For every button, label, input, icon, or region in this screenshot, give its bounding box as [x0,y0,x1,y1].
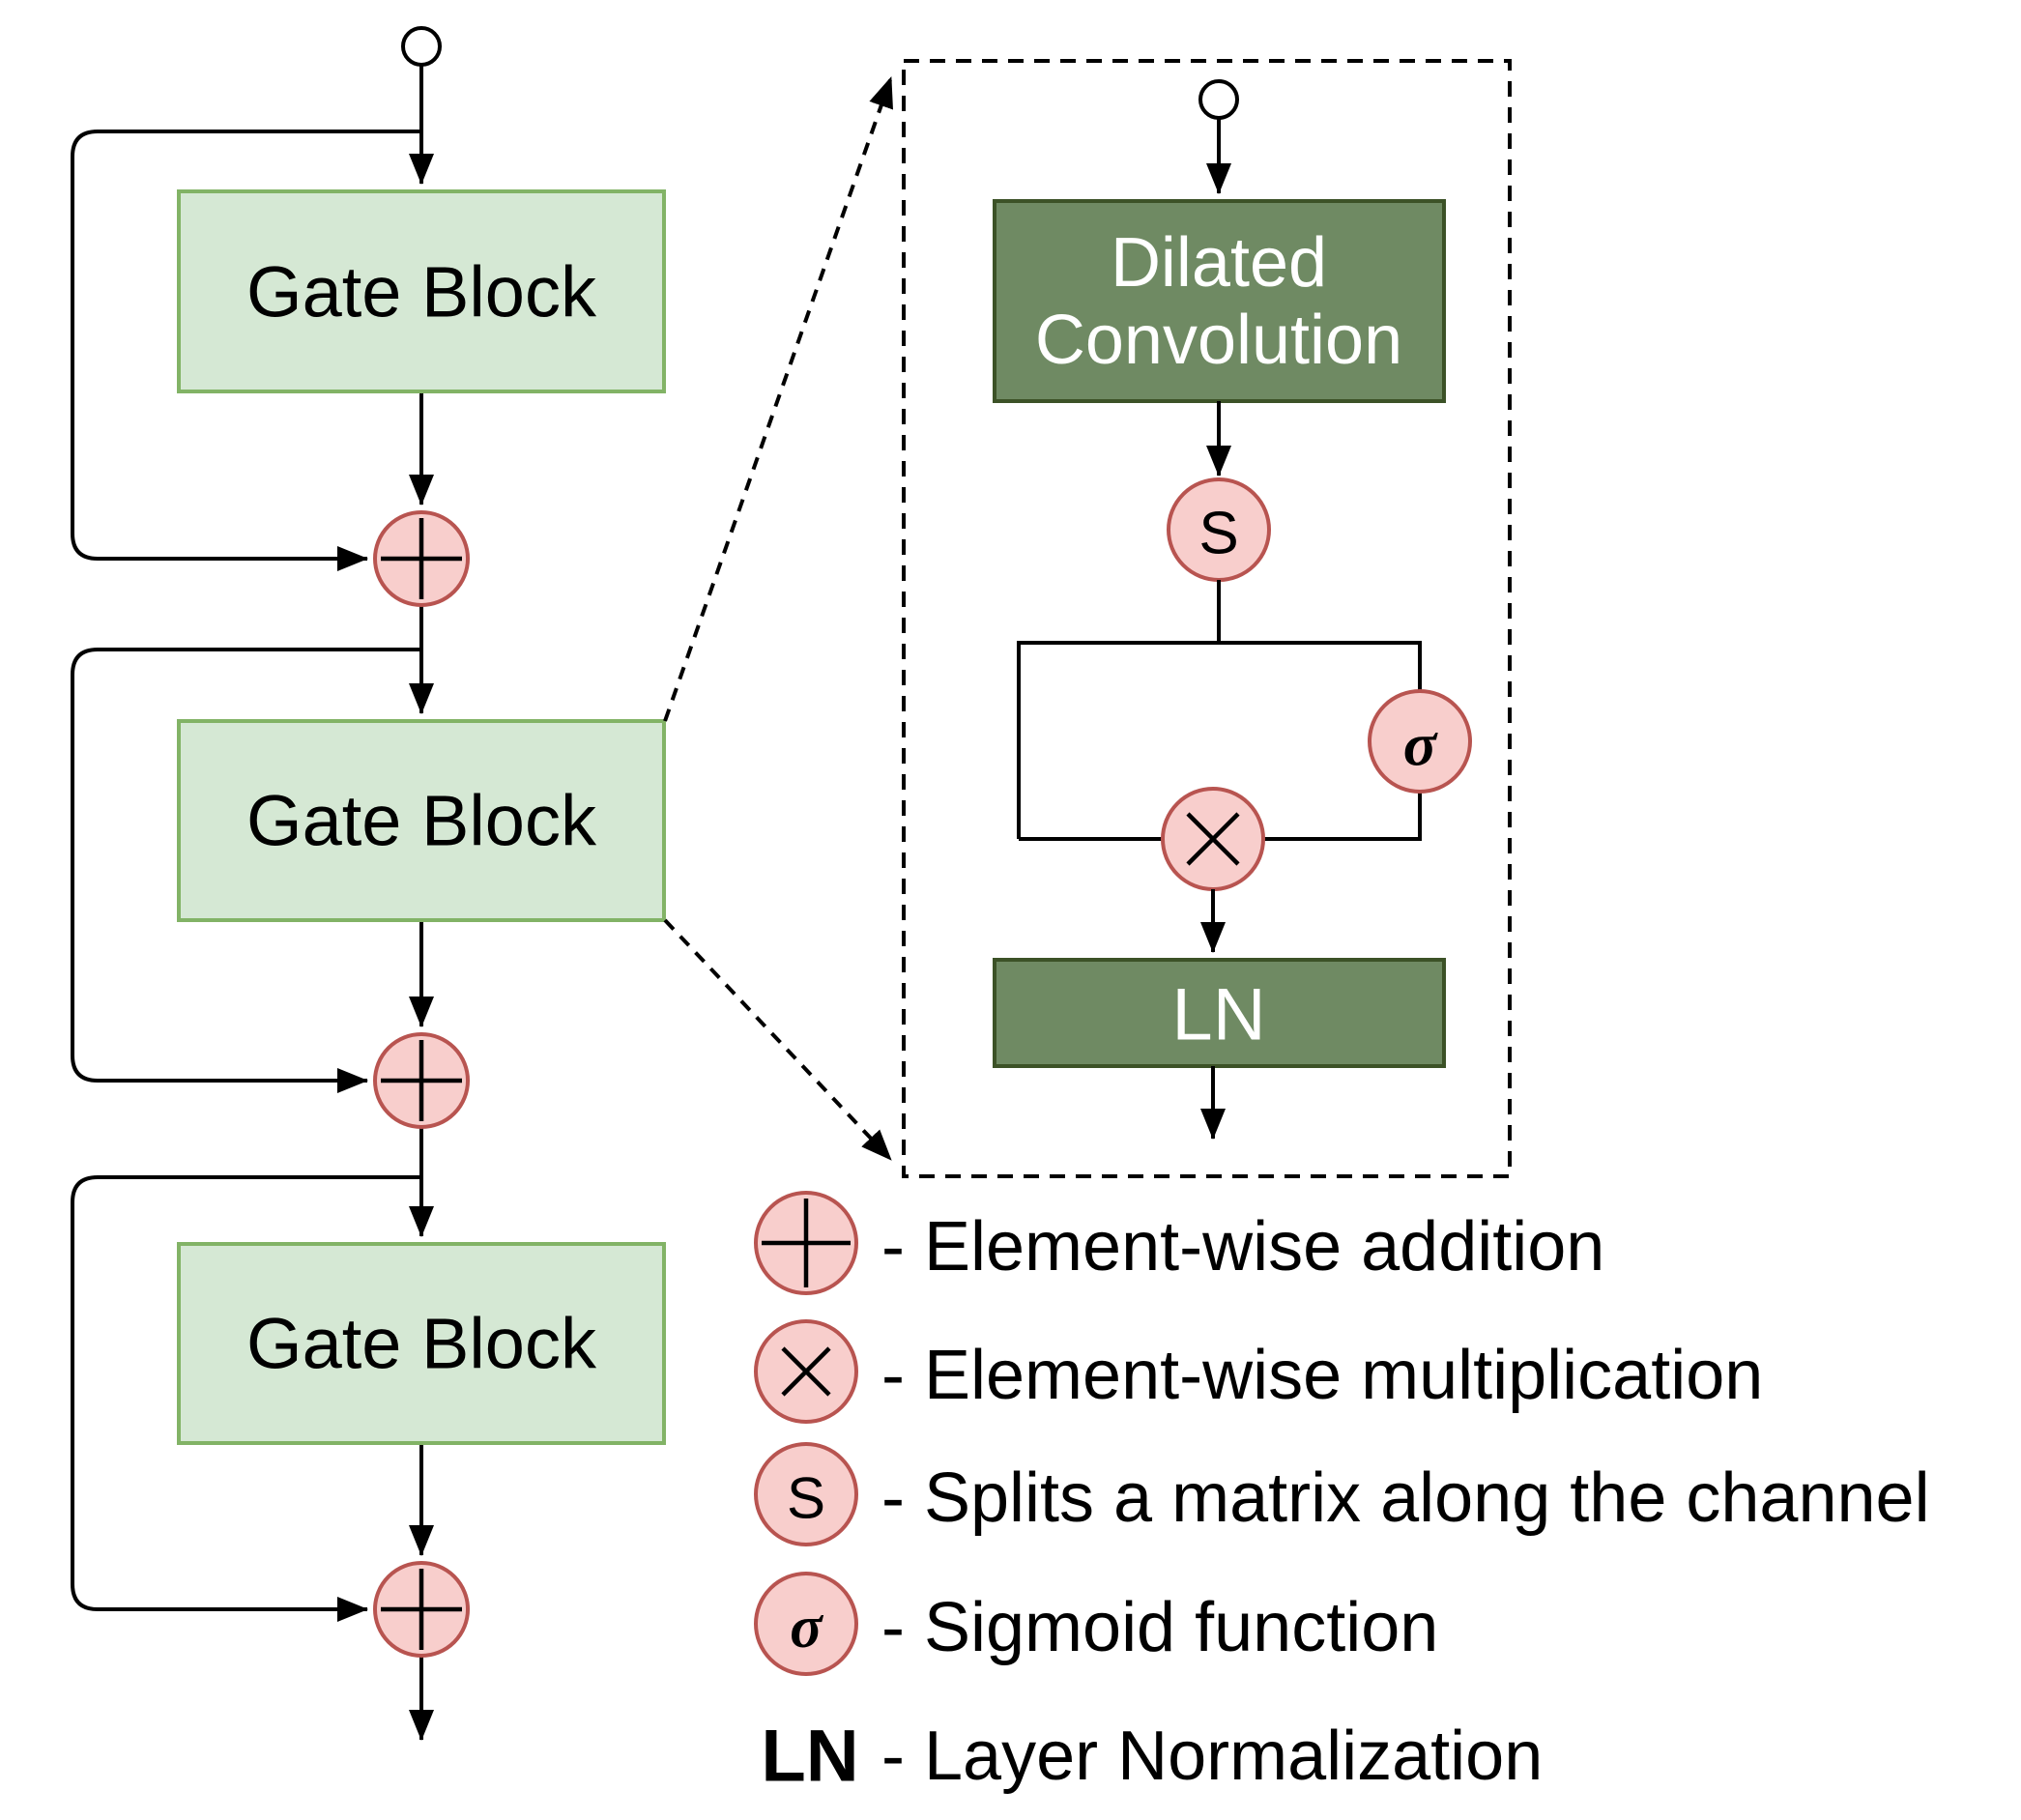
add-node-3 [373,1561,470,1658]
split-legend-circle [754,1442,858,1546]
plus-icon [381,1040,462,1121]
legend-row-multiplication: - Element-wise multiplication [754,1319,1763,1424]
gate-block-3-box [177,1242,666,1445]
legend-layer-norm-label: - Layer Normalization [881,1718,1543,1795]
sigmoid-icon: σ [1403,710,1438,779]
split-icon: S [787,1466,825,1531]
legend-sigmoid-label: - Sigmoid function [881,1589,1438,1666]
gate-block-1: Gate Block [177,189,666,393]
legend-split-label: - Splits a matrix along the channel [881,1459,1930,1537]
legend-row-layer-norm: LN - Layer Normalization [761,1716,1543,1798]
detail-input-terminal-circle [1198,79,1239,120]
legend-multiplication-label: - Element-wise multiplication [881,1337,1763,1414]
split-icon: S [1198,501,1238,567]
dilated-convolution-block: Dilated Convolution [993,199,1446,403]
gate-block-3: Gate Block [177,1242,666,1445]
add-node-2 [373,1032,470,1129]
split-node: S [1167,477,1271,582]
layer-norm-block: LN [993,958,1446,1068]
legend-addition-label: - Element-wise addition [881,1208,1604,1286]
plus-icon [381,518,462,599]
skip-connection-2 [71,648,421,1093]
branch-right-lower-path [1263,792,1422,841]
plus-icon [762,1199,851,1287]
sigmoid-icon: σ [790,1595,823,1661]
legend-row-sigmoid: σ - Sigmoid function [754,1572,1438,1676]
dilated-convolution-label-line1: Dilated [1111,224,1327,302]
multiply-icon [1186,812,1240,866]
legend-row-addition: - Element-wise addition [754,1191,1604,1295]
sigmoid-node: σ [1368,689,1472,794]
legend-row-split: S - Splits a matrix along the channel [754,1442,1930,1546]
input-terminal-circle [401,26,442,67]
gate-block-2-box [177,719,666,922]
dilated-convolution-box [993,199,1446,403]
multiply-node [1161,787,1265,891]
gate-block-1-label: Gate Block [246,252,597,332]
stacked-gate-blocks-flow: Gate Block Gate Block Gate Block [71,26,666,1741]
zoom-callout-line-bottom [663,918,893,1162]
skip-connection-1 [71,130,421,571]
zoom-callout-line-top [663,76,893,722]
branch-left-and-top-path [1017,641,1422,839]
gate-block-3-label: Gate Block [246,1304,597,1384]
dilated-convolution-label-line2: Convolution [1035,302,1402,379]
sigmoid-legend-circle [754,1572,858,1676]
add-node-1 [373,510,470,607]
gate-block-2-label: Gate Block [246,781,597,861]
plus-icon [381,1569,462,1650]
skip-connection-3 [71,1175,421,1622]
layer-norm-abbrev: LN [761,1716,858,1798]
multiply-icon [781,1346,831,1397]
layer-norm-label: LN [1171,974,1265,1056]
gate-block-2: Gate Block [177,719,666,922]
gate-block-1-box [177,189,666,393]
layer-norm-box [993,958,1446,1068]
detail-dashed-border [902,59,1512,1178]
sigmoid-circle [1368,689,1472,794]
gate-block-detail: Dilated Convolution S σ LN [902,59,1512,1178]
legend: - Element-wise addition - Element-wise m… [754,1191,1930,1798]
